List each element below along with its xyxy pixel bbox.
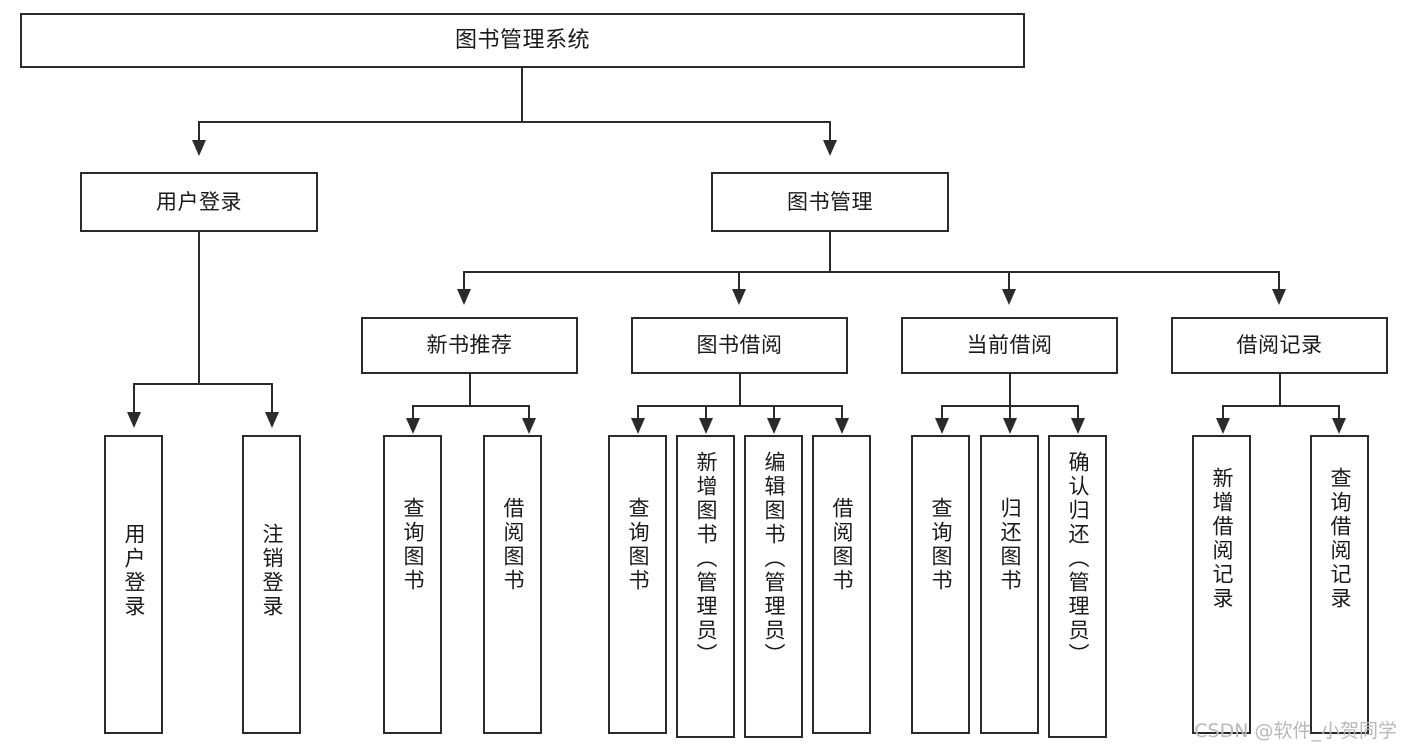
- node-label: 新增图书（管理员）: [694, 451, 718, 667]
- node-label: 查询图书: [401, 497, 425, 593]
- arrowhead-to-borrow-record: [1272, 289, 1286, 305]
- connector-nbr-leaf2: [528, 405, 530, 421]
- connector-to-book-borrow: [738, 271, 740, 293]
- connector-level2-bus: [463, 271, 1278, 273]
- connector-user-login-down: [198, 232, 200, 384]
- node-leaf-add-borrow-record[interactable]: 新增借阅记录: [1192, 435, 1251, 734]
- arrowhead-leaf-user-login: [127, 412, 141, 428]
- node-current-borrow[interactable]: 当前借阅: [901, 317, 1118, 374]
- connector-user-login-leaf2: [271, 383, 273, 416]
- connector-root-bus: [198, 121, 829, 123]
- node-borrow-record[interactable]: 借阅记录: [1171, 317, 1388, 374]
- node-label: 用户登录: [156, 189, 242, 214]
- arrowhead-leaf-borrow-book-2: [835, 418, 849, 434]
- arrowhead-leaf-add-book-admin: [699, 418, 713, 434]
- connector-bb-leaf1: [637, 405, 639, 421]
- arrowhead-leaf-query-book-2: [631, 418, 645, 434]
- connector-root-down: [521, 68, 523, 122]
- node-leaf-add-book-admin[interactable]: 新增图书（管理员）: [676, 435, 735, 738]
- node-label: 借阅图书: [830, 497, 854, 593]
- connector-cb-leaf2: [1009, 405, 1011, 421]
- connector-to-new-book-recommend: [463, 271, 465, 293]
- arrowhead-to-new-book-recommend: [457, 289, 471, 305]
- node-leaf-borrow-book-1[interactable]: 借阅图书: [483, 435, 542, 734]
- node-leaf-query-book-1[interactable]: 查询图书: [383, 435, 442, 734]
- node-new-book-recommend[interactable]: 新书推荐: [361, 317, 578, 374]
- arrowhead-to-user-login: [192, 140, 206, 156]
- arrowhead-leaf-query-book-3: [935, 418, 949, 434]
- arrowhead-leaf-confirm-return-admin: [1071, 418, 1085, 434]
- node-label: 图书借阅: [696, 333, 783, 358]
- connector-book-borrow-down: [739, 374, 741, 406]
- connector-current-borrow-down: [1009, 374, 1011, 406]
- connector-new-book-recommend-bus: [412, 405, 528, 407]
- arrowhead-leaf-add-borrow-record: [1216, 418, 1230, 434]
- connector-bb-leaf4: [841, 405, 843, 421]
- node-label: 借阅图书: [501, 497, 525, 593]
- node-user-login[interactable]: 用户登录: [80, 172, 318, 232]
- connector-cb-leaf1: [941, 405, 943, 421]
- node-label: 新增借阅记录: [1210, 467, 1234, 611]
- node-leaf-borrow-book-2[interactable]: 借阅图书: [812, 435, 871, 734]
- arrowhead-leaf-borrow-book-1: [522, 418, 536, 434]
- node-leaf-edit-book-admin[interactable]: 编辑图书（管理员）: [744, 435, 803, 738]
- connector-to-current-borrow: [1008, 271, 1010, 293]
- connector-user-login-bus: [133, 383, 271, 385]
- connector-borrow-record-down: [1279, 374, 1281, 406]
- arrowhead-to-book-management: [823, 140, 837, 156]
- connector-br-leaf1: [1222, 405, 1224, 421]
- connector-borrow-record-bus: [1222, 405, 1338, 407]
- connector-user-login-leaf1: [133, 383, 135, 416]
- node-label: 用户登录: [122, 523, 146, 619]
- node-label: 查询借阅记录: [1328, 467, 1352, 611]
- watermark-text: CSDN @软件_小贺同学: [1194, 720, 1397, 742]
- arrowhead-leaf-edit-book-admin: [767, 418, 781, 434]
- connector-book-borrow-bus: [637, 405, 842, 407]
- connector-root-to-book-management: [829, 121, 831, 146]
- node-label: 归还图书: [998, 497, 1022, 593]
- connector-bb-leaf3: [773, 405, 775, 421]
- arrowhead-to-current-borrow: [1002, 289, 1016, 305]
- connector-root-to-user-login: [198, 121, 200, 146]
- node-label: 编辑图书（管理员）: [762, 451, 786, 667]
- node-leaf-query-book-3[interactable]: 查询图书: [911, 435, 970, 734]
- connector-to-borrow-record: [1278, 271, 1280, 293]
- node-label: 借阅记录: [1236, 333, 1323, 358]
- node-leaf-user-login[interactable]: 用户登录: [104, 435, 163, 734]
- node-leaf-confirm-return-admin[interactable]: 确认归还（管理员）: [1048, 435, 1107, 738]
- node-leaf-query-book-2[interactable]: 查询图书: [608, 435, 667, 734]
- node-leaf-return-book[interactable]: 归还图书: [980, 435, 1039, 734]
- node-label: 注销登录: [260, 523, 284, 619]
- arrowhead-leaf-query-book-1: [406, 418, 420, 434]
- connector-nbr-leaf1: [412, 405, 414, 421]
- connector-cb-leaf3: [1077, 405, 1079, 421]
- arrowhead-leaf-query-borrow-record: [1332, 418, 1346, 434]
- arrowhead-leaf-logout-login: [265, 412, 279, 428]
- arrowhead-leaf-return-book: [1003, 418, 1017, 434]
- node-root-library-system[interactable]: 图书管理系统: [20, 13, 1025, 68]
- node-label: 图书管理系统: [454, 27, 590, 53]
- node-label: 当前借阅: [966, 333, 1053, 358]
- connector-bb-leaf2: [705, 405, 707, 421]
- node-label: 查询图书: [626, 497, 650, 593]
- node-label: 图书管理: [787, 189, 873, 214]
- node-leaf-query-borrow-record[interactable]: 查询借阅记录: [1310, 435, 1369, 734]
- connector-new-book-recommend-down: [469, 374, 471, 406]
- node-label: 查询图书: [929, 497, 953, 593]
- node-book-management[interactable]: 图书管理: [711, 172, 949, 232]
- node-leaf-logout-login[interactable]: 注销登录: [242, 435, 301, 734]
- node-label: 新书推荐: [426, 333, 513, 358]
- connector-br-leaf2: [1338, 405, 1340, 421]
- node-book-borrow[interactable]: 图书借阅: [631, 317, 848, 374]
- node-label: 确认归还（管理员）: [1066, 451, 1090, 667]
- connector-book-management-down: [829, 232, 831, 272]
- arrowhead-to-book-borrow: [732, 289, 746, 305]
